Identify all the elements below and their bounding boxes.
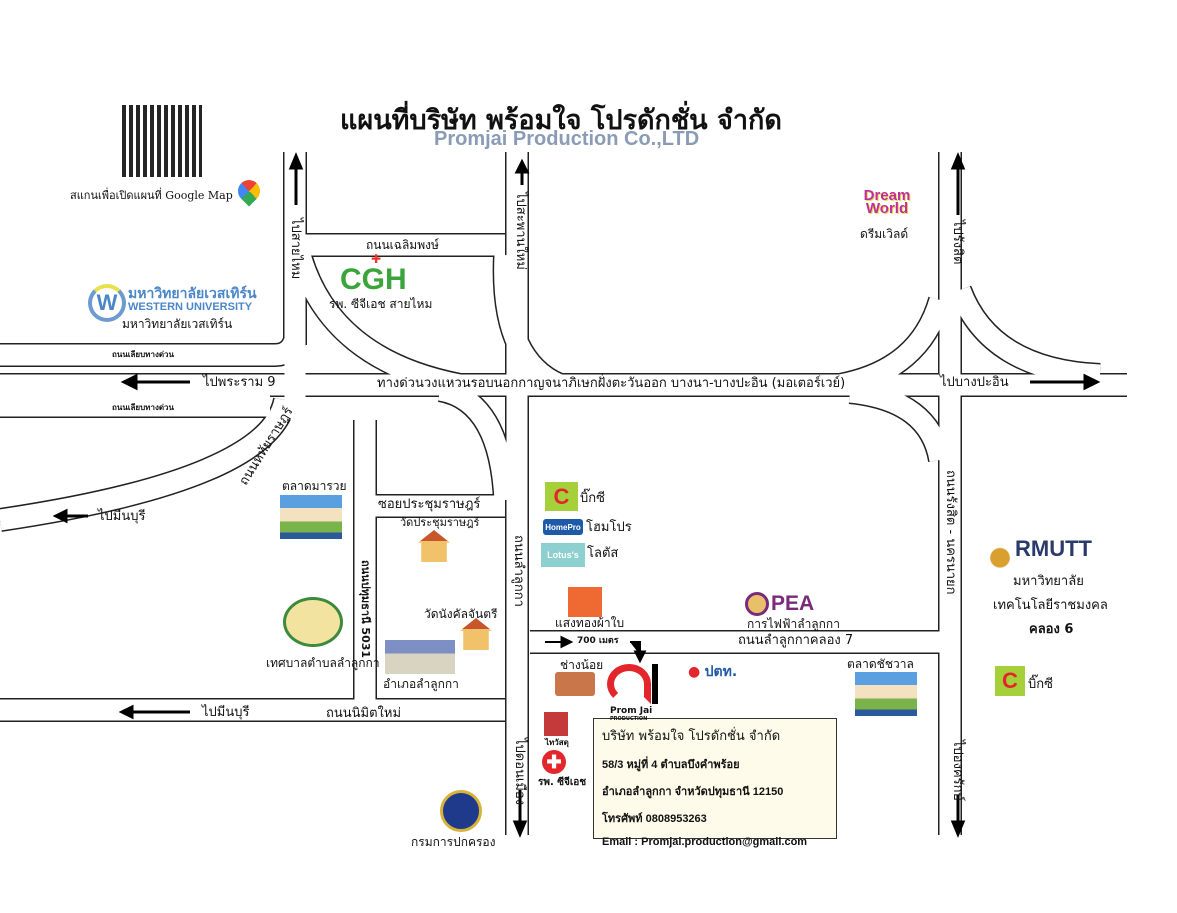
bigc-label-2: บิ๊กซี [1028, 677, 1053, 692]
hospital-cross-icon: ✚ [371, 252, 382, 266]
direction-minburi-1: ไปมีนบุรี [98, 509, 146, 524]
western-logo-en: WESTERN UNIVERSITY [128, 301, 253, 313]
homepro-label: โฮมโปร [586, 520, 632, 535]
western-university-logo: W [88, 284, 126, 322]
company-email[interactable]: Email : Promjai.production@gmail.com [602, 836, 808, 848]
qr-caption: สแกนเพื่อเปิดแผนที่ Google Map [70, 189, 233, 202]
market-stall-icon [280, 495, 342, 539]
road-label-chalermphong: ถนนเฉลิมพงษ์ [366, 238, 439, 252]
bigc-label-1: บิ๊กซี [580, 491, 605, 506]
wat-nangkhan-label: วัดนังคัลจันตรี [424, 607, 498, 621]
company-info-card: บริษัท พร้อมใจ โปรดักชั่น จำกัด 58/3 หมู… [593, 718, 837, 848]
lotus-logo: Lotus's [541, 543, 585, 567]
ptt-flame-icon: ● [688, 664, 701, 680]
distance-label: 700 เมตร [577, 636, 619, 646]
dreamworld-logo: Dream World [863, 186, 911, 217]
rmutt-seal [990, 537, 1010, 569]
road-label-nimitmai: ถนนนิมิตใหม่ [326, 706, 402, 721]
changnoi-label: ช่างน้อย [560, 658, 604, 672]
pea-label: การไฟฟ้าลำลูกกา [747, 617, 840, 631]
bigc-logo: C [545, 482, 578, 511]
ptt-logo-text: ปตท. [704, 664, 738, 680]
promjai-logo-sub: PRODUCTION [610, 716, 648, 722]
municipality-seal [283, 597, 343, 647]
company-address-1: 58/3 หมู่ที่ 4 ตำบลบึงคำพร้อย [602, 759, 740, 771]
qr-code[interactable] [122, 105, 202, 177]
promjai-logo-text: Prom Jai [610, 706, 653, 716]
company-phone[interactable]: โทรศัพท์ 0808953263 [602, 813, 707, 825]
road-label-lamlukka: ถนนลำลูกกา [511, 535, 526, 607]
company-name: บริษัท พร้อมใจ โปรดักชั่น จำกัด [602, 729, 781, 744]
lotus-label: โลตัส [587, 546, 619, 561]
direction-donmueang: ไปดอนเมือง [512, 738, 527, 806]
western-university-label: มหาวิทยาลัยเวสเทิร์น [122, 317, 233, 331]
dreamworld-label: ดรีมเวิลด์ [860, 227, 909, 241]
rmutt-label-3: คลอง 6 [1029, 622, 1074, 637]
thaiwatsadu-label: ไทวัสดุ [545, 738, 569, 747]
road-label-highway: ทางด่วนวงแหวนรอบนอกกาญจนาภิเษกฝั่งตะวันอ… [377, 376, 846, 391]
saengthong-logo [568, 587, 602, 617]
road-label-pathum-5031: ถนนปทุมธานี 5031 [359, 560, 372, 659]
road-label-rangsit-nakhonnayok: ถนนรังสิต - นครนายก [943, 470, 958, 595]
pea-seal [745, 592, 769, 616]
wat-prachumrat-label: วัดประชุมราษฎร์ [400, 516, 480, 529]
promjai-logo [607, 664, 651, 704]
pea-logo: PEA [771, 592, 815, 615]
company-address-2: อำเภอลำลูกกา จำหวัดปทุมธานี 12150 [602, 786, 784, 798]
hospital-cross-icon: ✚ [542, 750, 566, 774]
market-stall-icon [855, 672, 917, 716]
road-label-frontage-bottom: ถนนเลียบทางด่วน [112, 403, 175, 412]
direction-ongkharak: ไปองครักษ์ [950, 740, 965, 802]
municipality-label: เทศบาลตำบลลำลูกกา [266, 656, 380, 670]
dopa-label: กรมการปกครอง [411, 835, 496, 849]
promjai-logo-bar [652, 664, 658, 704]
road-label-soi-prachumrat: ซอยประชุมราษฎร์ [378, 497, 481, 512]
saengthong-label: แสงทองผ้าใบ [555, 616, 625, 630]
thaiwatsadu-logo [544, 712, 568, 736]
western-logo-th: มหาวิทยาลัยเวสเทิร์น [128, 286, 257, 302]
direction-arrows [52, 152, 1101, 838]
direction-saphanmai: ไปสะพานใหม่ [513, 192, 528, 270]
government-building-icon [385, 640, 455, 674]
rmutt-label-1: มหาวิทยาลัย [1013, 574, 1084, 589]
road-fills [0, 152, 1127, 835]
direction-saimai: ไปสายไหม [288, 218, 303, 280]
road-label-lamlukka-k7: ถนนลำลูกกาคลอง 7 [738, 633, 854, 648]
map-subtitle: Promjai Production Co.,LTD [434, 128, 700, 150]
toolbox-icon [555, 672, 595, 696]
map-title: แผนที่บริษัท พร้อมใจ โปรดักชั่น จำกัด [340, 105, 782, 136]
bigc-logo-2: C [995, 666, 1025, 696]
rmutt-logo: RMUTT [1015, 536, 1092, 561]
dopa-seal [440, 790, 482, 832]
rmutt-label-2: เทคโนโลยีราชมงคล [993, 598, 1108, 613]
direction-minburi-2: ไปมีนบุรี [202, 705, 250, 720]
direction-bangpain: ไปบางปะอิน [940, 375, 1009, 390]
direction-rangsit: ไปรังสิต [950, 220, 965, 265]
direction-rama9: ไปพระราม 9 [203, 375, 276, 390]
amphoe-label: อำเภอลำลูกกา [383, 677, 459, 691]
cgh-label: รพ. ซีจีเอช สายไหม [329, 297, 433, 311]
cgh-logo: CGH [340, 263, 407, 296]
market-chatchawan-label: ตลาดชัชวาล [847, 657, 914, 671]
road-label-frontage-top: ถนนเลียบทางด่วน [112, 350, 175, 359]
ptt-logo: ● ปตท. [688, 665, 737, 679]
cgh-2-label: รพ. ซีจีเอช [538, 777, 587, 788]
market-marauy-label: ตลาดมารวย [282, 479, 347, 493]
homepro-logo: HomePro [543, 519, 583, 535]
